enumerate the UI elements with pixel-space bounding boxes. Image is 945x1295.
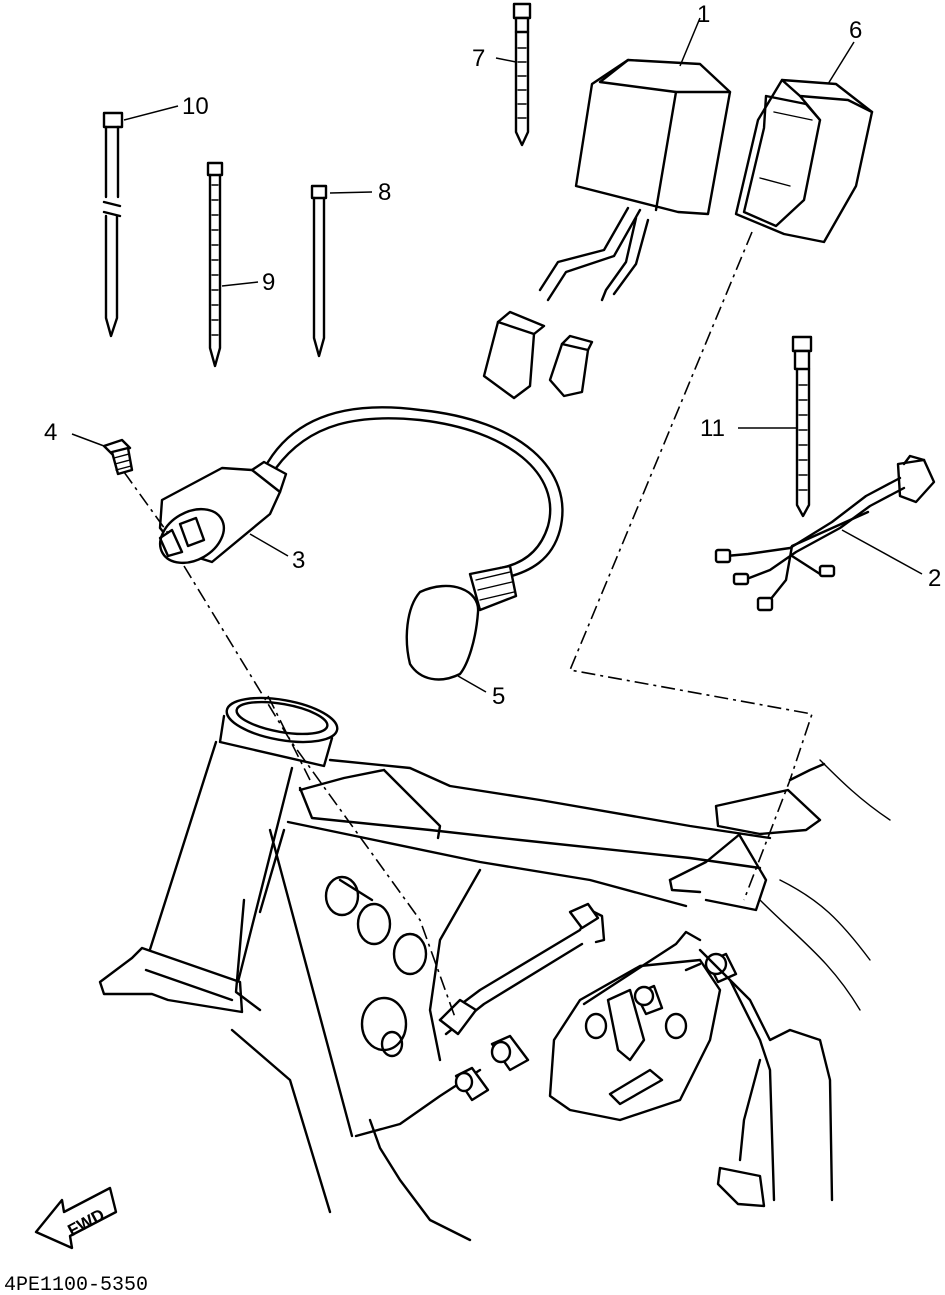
callout-6: 6 — [849, 17, 862, 44]
part-4-bolt — [102, 438, 134, 476]
diagram-code: 4PE1100-5350 — [4, 1274, 148, 1295]
callout-11: 11 — [700, 415, 725, 442]
callout-2: 2 — [928, 565, 941, 592]
part-5-plug-cap — [405, 564, 518, 681]
part-9-cable-tie — [206, 161, 224, 368]
part-11-cable-tie — [791, 335, 813, 518]
callout-3: 3 — [292, 547, 305, 574]
callout-1: 1 — [697, 1, 710, 28]
frame-head-pipe-section — [98, 696, 891, 1242]
callout-8: 8 — [378, 179, 391, 206]
callout-7: 7 — [472, 45, 485, 72]
callout-leaders — [71, 17, 923, 693]
part-1-cdi-unit — [482, 58, 732, 400]
callout-9: 9 — [262, 269, 275, 296]
callout-4: 4 — [44, 419, 57, 446]
callout-5: 5 — [492, 683, 505, 710]
part-7-cable-tie — [512, 2, 532, 147]
forward-direction-arrow: FWD — [34, 1186, 118, 1250]
part-10-cable-tie — [102, 111, 124, 338]
phantom-reference-lines — [123, 231, 814, 1021]
part-2-wire-harness — [714, 454, 936, 612]
part-3-ignition-coil — [158, 406, 564, 580]
part-8-cable-tie — [310, 184, 328, 358]
callout-10: 10 — [182, 93, 209, 120]
part-6-cdi-cover — [734, 78, 874, 244]
